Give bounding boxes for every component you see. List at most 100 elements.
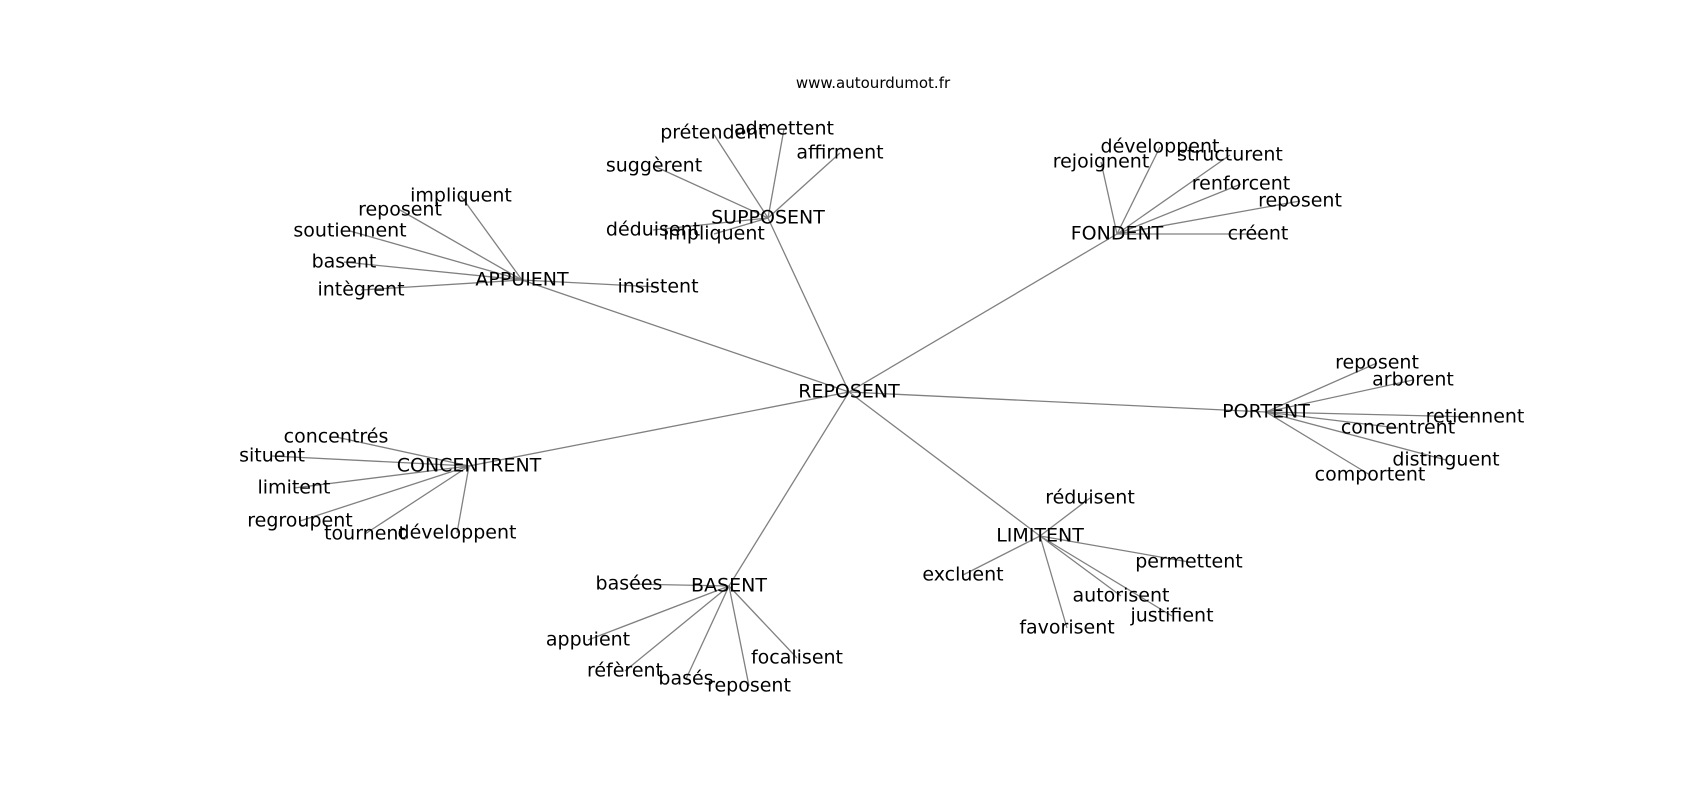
leaf-node-label: reposent [1258,190,1342,212]
edge-group-6-leaf-1 [587,585,730,641]
group-node-label: CONCENTRENT [397,455,542,477]
graph-labels: REPOSENT SUPPOSENT prétendentadmettentaffi… [239,118,1524,697]
edge-group-6-leaf-4 [728,585,750,687]
edge-group-3-leaf-0 [1265,362,1378,413]
edge-group-1-leaf-1 [399,209,523,281]
edge-group-1-leaf-5 [521,279,659,288]
edge-group-5-leaf-1 [1039,535,1190,563]
edge-center-2 [848,233,1118,393]
edge-group-3-leaf-1 [1265,379,1414,413]
edge-group-0-leaf-5 [713,217,769,235]
edge-group-0-leaf-1 [767,128,785,219]
leaf-node-label: favorisent [1019,617,1114,639]
edge-group-4-leaf-4 [364,465,470,535]
edge-group-4-leaf-0 [335,436,470,467]
leaf-node-label: situent [239,445,305,467]
leaf-node-label: intègrent [317,279,404,301]
leaf-node-label: reposent [707,675,791,697]
leaf-node-label: regroupent [247,510,352,532]
leaf-node-label: justifient [1129,605,1213,627]
edge-group-2-leaf-3 [1116,183,1242,235]
leaf-node-label: créent [1228,223,1289,245]
leaf-node-label: appuient [546,629,630,651]
edge-group-1-leaf-2 [349,230,523,281]
leaf-node-label: rejoignent [1053,151,1150,173]
edge-group-3-leaf-3 [1265,411,1399,429]
edge-center-4 [468,391,850,467]
edge-group-1-leaf-3 [343,261,523,281]
edge-group-2-leaf-2 [1116,154,1231,235]
leaf-node-label: comportent [1315,464,1426,486]
edge-group-2-leaf-1 [1116,146,1161,235]
edge-group-5-leaf-2 [962,535,1041,576]
edge-group-5-leaf-4 [1039,535,1173,617]
leaf-node-label: réduisent [1045,487,1135,509]
leaf-node-label: autorisent [1073,585,1170,607]
leaf-node-label: insistent [617,276,698,298]
leaf-node-label: prétendent [660,122,766,144]
leaf-node-label: déduisent [606,219,700,241]
leaf-node-label: réfèrent [587,660,663,682]
edge-group-4-leaf-3 [299,465,470,522]
graph-edges [271,128,1476,687]
edge-group-6-leaf-0 [628,583,730,587]
edge-group-6-leaf-3 [685,585,730,680]
edge-group-0-leaf-2 [767,152,841,219]
edge-center-5 [848,391,1041,537]
leaf-node-label: limitent [258,477,331,499]
leaf-node-label: basent [312,251,377,273]
edge-group-2-leaf-0 [1100,161,1118,235]
leaf-node-label: basées [596,573,663,595]
leaf-node-label: focalisent [751,647,843,669]
leaf-node-label: arborent [1372,369,1454,391]
leaf-node-label: soutiennent [293,220,406,242]
edge-group-1-leaf-0 [460,195,523,281]
leaf-node-label: renforcent [1192,173,1290,195]
edge-group-5-leaf-3 [1039,535,1122,597]
center-node-label: REPOSENT [798,381,900,403]
leaf-node-label: reposent [1335,352,1419,374]
leaf-node-label: tournent [324,523,406,545]
group-node-label: SUPPOSENT [711,207,825,229]
edge-group-0-leaf-4 [652,217,769,231]
leaf-node-label: distinguent [1392,449,1499,471]
edge-group-6-leaf-2 [624,585,730,672]
edge-group-1-leaf-4 [360,279,523,291]
leaf-node-label: développent [398,522,517,544]
edge-group-0-leaf-0 [712,132,769,219]
edge-group-2-leaf-4 [1116,200,1301,235]
edge-group-4-leaf-5 [456,465,470,534]
leaf-node-label: concentrés [284,426,389,448]
group-node-label: LIMITENT [996,525,1084,547]
leaf-node-label: retiennent [1426,406,1525,428]
leaf-node-label: permettent [1135,551,1243,573]
source-url: www.autourdumot.fr [796,74,951,92]
edge-group-5-leaf-0 [1039,497,1091,537]
edge-group-3-leaf-2 [1265,411,1476,418]
edge-center-1 [521,279,850,393]
leaf-node-label: impliquent [410,185,512,207]
group-node-label: APPUIENT [475,269,569,291]
leaf-node-label: structurent [1177,144,1283,166]
edge-group-0-leaf-3 [653,165,769,219]
leaf-node-label: admettent [734,118,834,140]
edge-center-6 [728,391,850,587]
leaf-node-label: reposent [358,199,442,221]
group-node-label: FONDENT [1071,223,1164,245]
edge-group-4-leaf-2 [293,465,470,489]
edge-group-3-leaf-4 [1265,411,1447,461]
leaf-node-label: concentrent [1341,417,1455,439]
edge-center-0 [767,217,850,393]
group-node-label: PORTENT [1222,401,1310,423]
leaf-node-label: impliquent [663,223,765,245]
edge-group-6-leaf-5 [728,585,798,659]
leaf-node-label: suggèrent [606,155,702,177]
group-node-label: BASENT [691,575,767,597]
edge-group-3-leaf-5 [1265,411,1371,476]
leaf-node-label: développent [1101,136,1220,158]
leaf-node-label: excluent [922,564,1003,586]
edge-center-3 [848,391,1267,413]
leaf-node-label: basés [658,668,713,690]
leaf-node-label: affirment [796,142,883,164]
